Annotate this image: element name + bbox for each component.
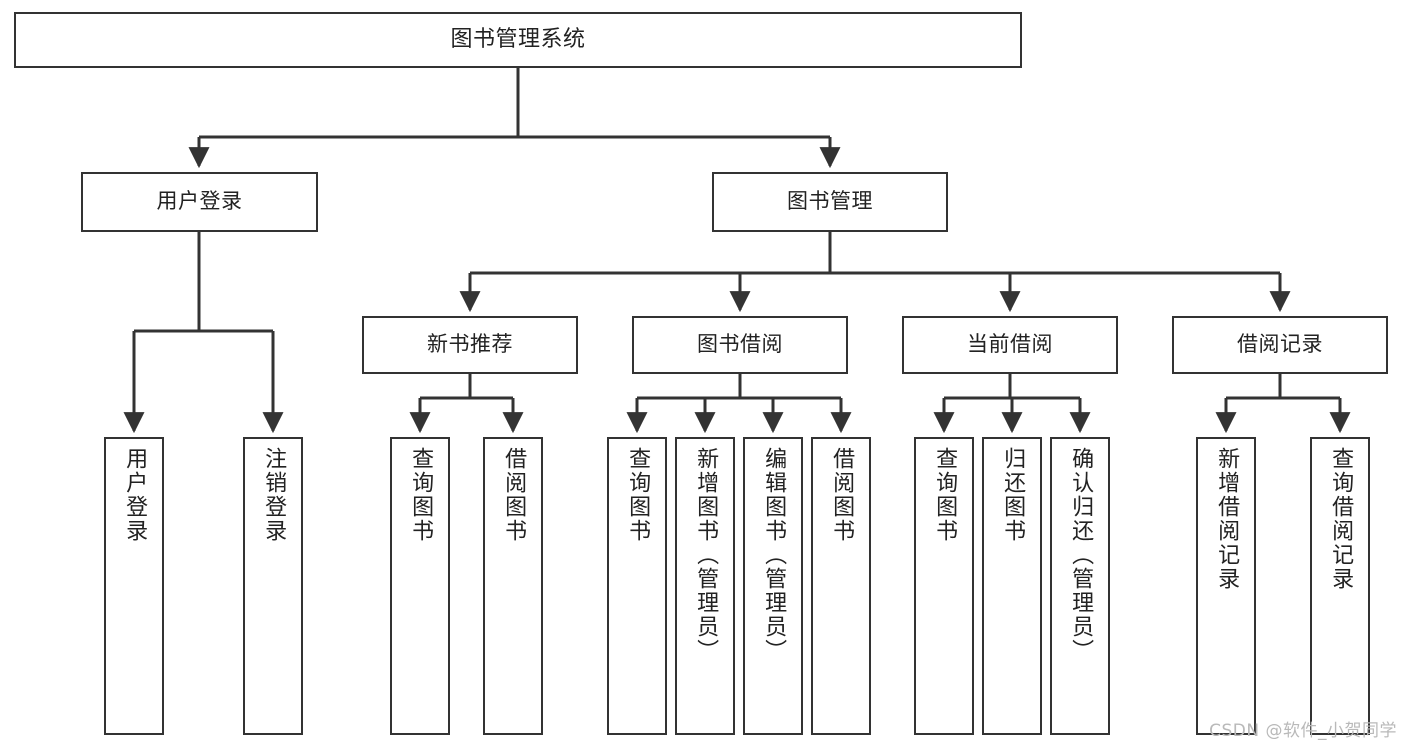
node-user-login[interactable]: 用户登录: [81, 172, 318, 232]
leaf-cb-query-book-label: 查询图书: [932, 447, 958, 543]
leaf-cb-query-book[interactable]: 查询图书: [914, 437, 974, 735]
leaf-logout-label: 注销登录: [261, 447, 287, 543]
leaf-br-query-record-label: 查询借阅记录: [1328, 447, 1354, 591]
leaf-logout[interactable]: 注销登录: [243, 437, 303, 735]
leaf-bb-edit-book[interactable]: 编辑图书（管理员）: [743, 437, 803, 735]
leaf-user-login[interactable]: 用户登录: [104, 437, 164, 735]
leaf-bb-add-book[interactable]: 新增图书（管理员）: [675, 437, 735, 735]
leaf-bb-query-book-label: 查询图书: [625, 447, 651, 543]
leaf-bb-borrow-book-label: 借阅图书: [829, 447, 855, 543]
leaf-cb-confirm-return-label: 确认归还（管理员）: [1068, 447, 1094, 663]
node-borrow-record[interactable]: 借阅记录: [1172, 316, 1388, 374]
node-root-label: 图书管理系统: [450, 26, 586, 52]
leaf-rec-borrow-book[interactable]: 借阅图书: [483, 437, 543, 735]
leaf-rec-query-book[interactable]: 查询图书: [390, 437, 450, 735]
node-new-book-rec-label: 新书推荐: [427, 332, 513, 357]
node-current-borrow[interactable]: 当前借阅: [902, 316, 1118, 374]
node-book-manage[interactable]: 图书管理: [712, 172, 948, 232]
leaf-rec-borrow-book-label: 借阅图书: [501, 447, 527, 543]
watermark: CSDN @软件_小贺同学: [1209, 721, 1397, 741]
node-new-book-rec[interactable]: 新书推荐: [362, 316, 578, 374]
node-borrow-record-label: 借阅记录: [1237, 332, 1323, 357]
leaf-user-login-label: 用户登录: [122, 447, 148, 543]
leaf-bb-edit-book-label: 编辑图书（管理员）: [761, 447, 787, 663]
leaf-br-query-record[interactable]: 查询借阅记录: [1310, 437, 1370, 735]
leaf-bb-add-book-label: 新增图书（管理员）: [693, 447, 719, 663]
node-root[interactable]: 图书管理系统: [14, 12, 1022, 68]
node-book-borrow-label: 图书借阅: [697, 332, 783, 357]
leaf-cb-return-book-label: 归还图书: [1000, 447, 1026, 543]
leaf-cb-return-book[interactable]: 归还图书: [982, 437, 1042, 735]
node-book-borrow[interactable]: 图书借阅: [632, 316, 848, 374]
node-book-manage-label: 图书管理: [787, 189, 873, 214]
leaf-bb-query-book[interactable]: 查询图书: [607, 437, 667, 735]
leaf-br-add-record[interactable]: 新增借阅记录: [1196, 437, 1256, 735]
leaf-rec-query-book-label: 查询图书: [408, 447, 434, 543]
leaf-bb-borrow-book[interactable]: 借阅图书: [811, 437, 871, 735]
leaf-br-add-record-label: 新增借阅记录: [1214, 447, 1240, 591]
node-user-login-label: 用户登录: [156, 189, 243, 214]
node-current-borrow-label: 当前借阅: [967, 332, 1053, 357]
leaf-cb-confirm-return[interactable]: 确认归还（管理员）: [1050, 437, 1110, 735]
